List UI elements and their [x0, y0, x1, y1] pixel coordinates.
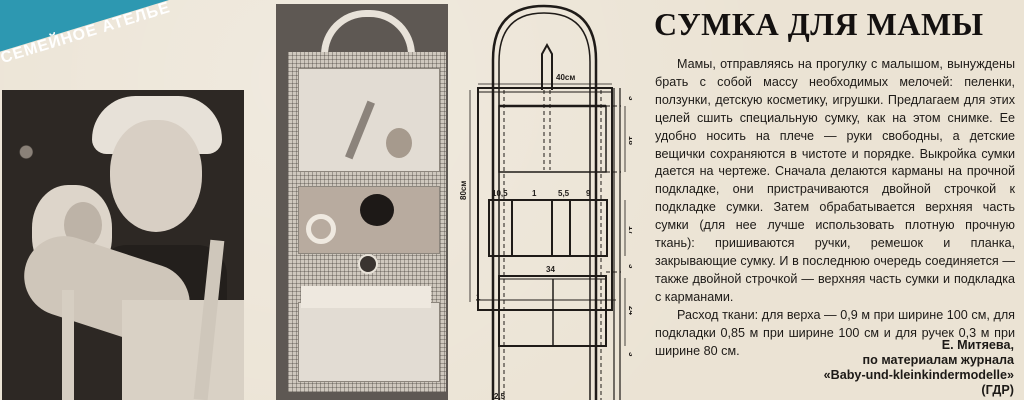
article-body: Мамы, отправляясь на прогулку с малышом,…	[655, 56, 1015, 360]
dimension-3-bottom: 3	[627, 352, 632, 357]
pocket-width-3: 5,5	[558, 189, 570, 198]
closing-tab-outline	[541, 42, 553, 90]
middle-pocket-outline	[488, 199, 608, 257]
dimension-3-mid: 3	[627, 264, 632, 269]
ball-image	[360, 194, 394, 226]
width-label: 40см	[556, 73, 575, 82]
pocket-width-1: 10,5	[492, 189, 508, 198]
teething-ring-image	[306, 214, 336, 244]
article-signature: Е. Митяева, по материалам журнала «Baby-…	[824, 338, 1014, 398]
article-paragraph-2: Расход ткани: для верха — 0,9 м при шири…	[655, 307, 1015, 358]
bottom-dimension-label: 2,5	[494, 392, 506, 400]
left-small-label: 1	[476, 293, 481, 302]
bag-with-pockets-photo	[276, 4, 448, 400]
dimension-17: 17	[627, 226, 632, 235]
rubric-banner: СЕМЕЙНОЕ АТЕЛЬЕ	[0, 0, 280, 100]
country-label: (ГДР)	[981, 383, 1014, 397]
apple-toy-image	[386, 128, 412, 158]
handle-outline-outer	[491, 4, 598, 400]
pocket-width-4: 9	[586, 189, 591, 198]
author-name: Е. Митяева,	[941, 338, 1014, 352]
article-title: СУМКА ДЛЯ МАМЫ	[654, 6, 984, 42]
article-paragraph-1: Мамы, отправляясь на прогулку с малышом,…	[655, 57, 1015, 304]
source-line: по материалам журнала	[862, 353, 1014, 367]
mother-with-baby-photo	[2, 90, 244, 400]
pocket-width-34: 34	[546, 265, 555, 274]
dimension-18: 18	[627, 136, 632, 145]
pocket-width-2: 1	[532, 189, 537, 198]
dimension-24: 24	[627, 306, 632, 315]
top-pocket-outline	[498, 105, 607, 173]
dimension-3-top: 3	[627, 96, 632, 101]
handle-outline-inner	[498, 12, 591, 400]
bag-outline	[477, 87, 613, 311]
folded-cloth-image	[301, 286, 431, 308]
height-label: 80см	[459, 181, 468, 200]
magazine-name: «Baby-und-kleinkindermodelle»	[823, 368, 1014, 382]
bag-pattern-diagram: 40см 80см 3 18 17 3 24 3 10,5 1 5,5 9 34…	[459, 4, 632, 400]
spoon-image	[358, 254, 378, 274]
